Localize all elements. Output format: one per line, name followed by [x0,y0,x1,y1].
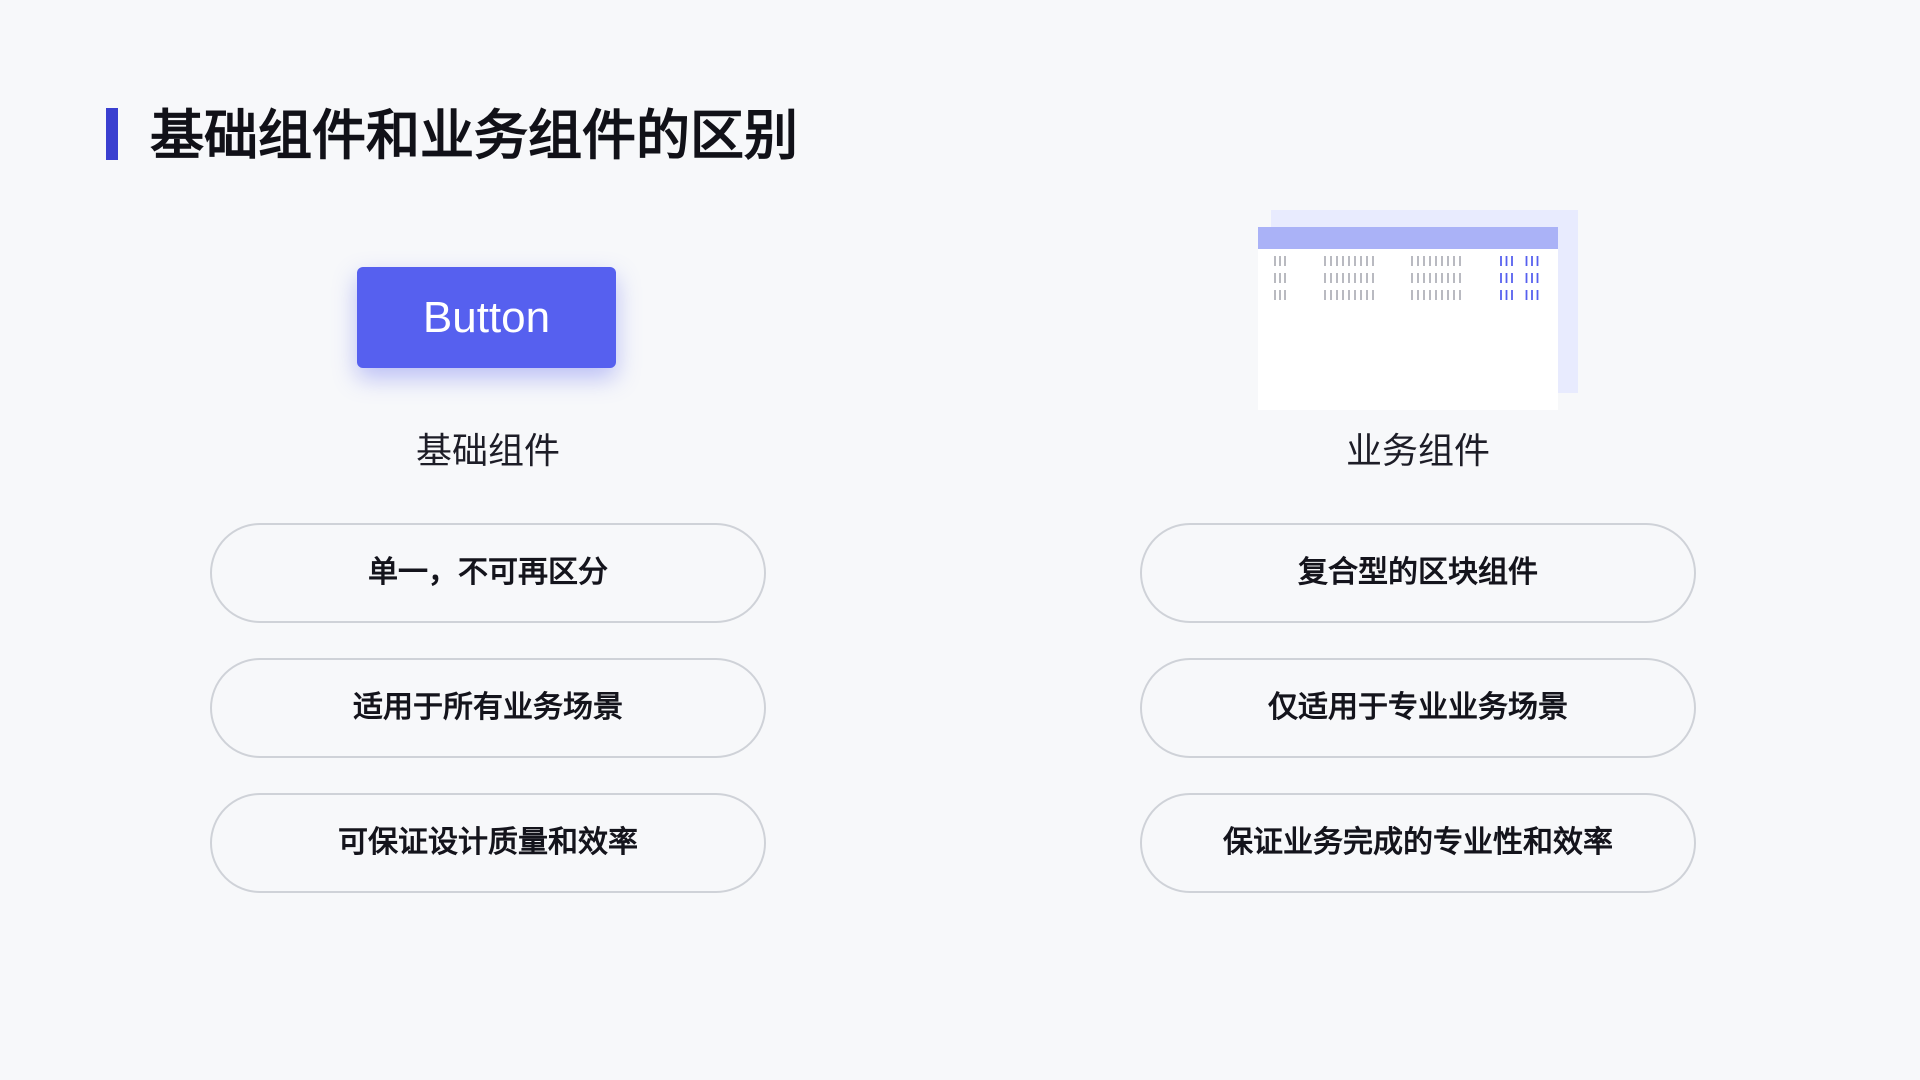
business-point-2: 仅适用于专业业务场景 [1140,658,1696,758]
block-card [1258,227,1558,410]
title-accent-bar [106,108,118,160]
block-table-lines-icon [1274,256,1539,300]
business-point-1: 复合型的区块组件 [1140,523,1696,623]
basic-point-1: 单一，不可再区分 [210,523,766,623]
demo-button[interactable]: Button [357,267,616,368]
block-header-bar [1258,227,1558,249]
business-component-label: 业务组件 [1345,431,1490,472]
basic-point-2: 适用于所有业务场景 [210,658,766,758]
page-title: 基础组件和业务组件的区别 [150,104,798,167]
business-point-3: 保证业务完成的专业性和效率 [1140,793,1696,893]
basic-point-3: 可保证设计质量和效率 [210,793,766,893]
business-block-illustration [1258,210,1578,410]
basic-component-label: 基础组件 [415,431,560,472]
